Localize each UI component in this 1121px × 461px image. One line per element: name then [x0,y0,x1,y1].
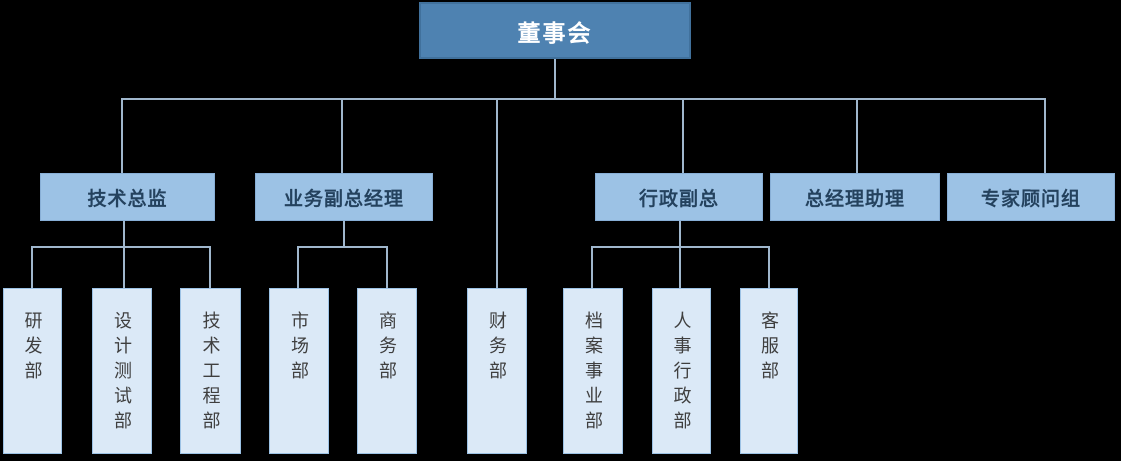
connector-line [31,246,33,288]
connector-line [1044,98,1046,173]
org-node-archives-dept: 档案事业部 [563,288,623,454]
node-label: 技术工程部 [200,311,221,436]
org-node-admin-deputy: 行政副总 [595,173,763,221]
connector-line [209,246,211,288]
connector-line [496,98,498,288]
node-label: 档案事业部 [583,311,603,436]
node-label: 设计测试部 [112,311,132,436]
org-node-design-test-dept: 设计测试部 [92,288,152,454]
connector-line [297,246,299,288]
connector-line [679,221,681,288]
connector-line [768,246,770,288]
org-node-expert-advisors: 专家顾问组 [947,173,1115,221]
node-label: 研发部 [22,311,43,386]
node-label: 商务部 [377,311,397,386]
connector-line [297,246,388,248]
org-node-commerce-dept: 商务部 [357,288,417,454]
org-node-hr-admin-dept: 人事行政部 [652,288,711,454]
org-node-gm-assistant: 总经理助理 [770,173,940,221]
org-node-customer-service-dept: 客服部 [740,288,798,454]
node-label: 人事行政部 [671,311,692,436]
connector-line [121,98,123,173]
connector-line [343,221,345,248]
org-node-business-deputy-gm: 业务副总经理 [255,173,433,221]
node-label: 市场部 [289,311,309,386]
connector-line [121,98,1046,100]
org-node-marketing-dept: 市场部 [269,288,329,454]
connector-line [591,246,770,248]
connector-line [341,98,343,173]
connector-line [591,246,593,288]
connector-line [554,59,556,99]
org-node-tech-engineering-dept: 技术工程部 [180,288,241,454]
org-node-rd-dept: 研发部 [3,288,62,454]
org-node-tech-director: 技术总监 [40,173,215,221]
node-label: 财务部 [487,311,507,386]
connector-line [856,98,858,173]
node-label: 客服部 [759,311,779,386]
connector-line [682,98,684,173]
connector-line [31,246,211,248]
connector-line [123,221,125,288]
org-node-finance-dept: 财务部 [467,288,527,454]
connector-line [386,246,388,288]
org-node-board: 董事会 [419,2,691,59]
